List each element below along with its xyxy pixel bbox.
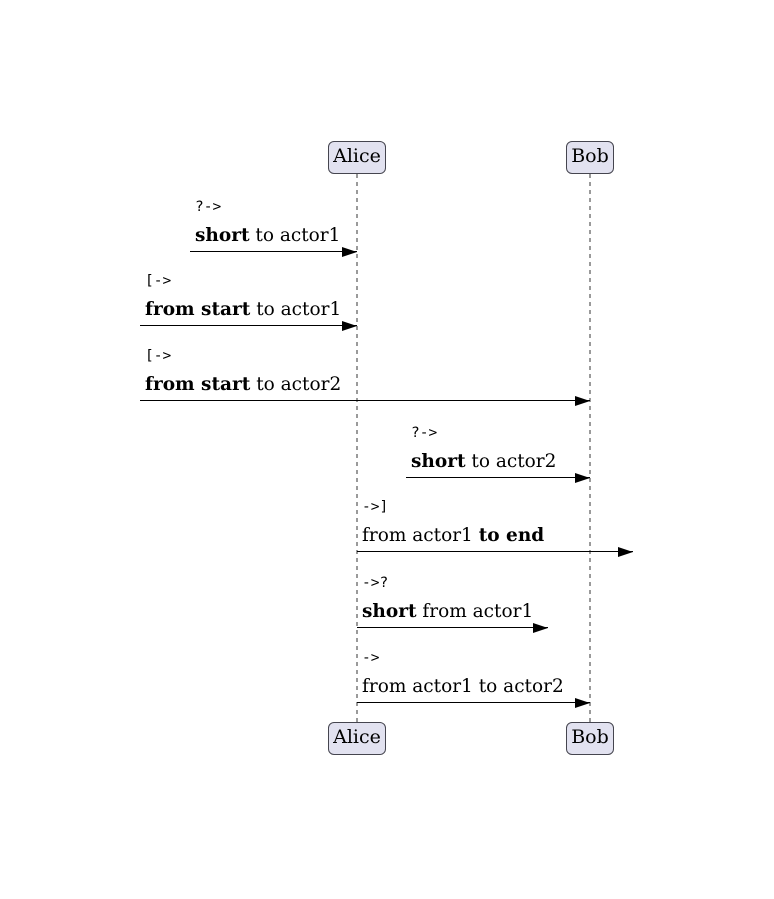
actor-box-alice-bottom: Alice <box>328 722 386 755</box>
message-code: ?-> <box>195 199 222 215</box>
message-code: [-> <box>145 348 172 364</box>
label-segment: short <box>362 601 417 622</box>
message-label: from start to actor2 <box>145 374 341 395</box>
message-label: from actor1 to end <box>362 525 544 546</box>
arrowhead-icon <box>342 321 357 332</box>
label-segment: short <box>411 451 466 472</box>
message-arrow <box>357 698 590 709</box>
label-segment: from actor1 <box>362 525 479 546</box>
label-segment: to actor1 <box>250 299 342 320</box>
message-label: from start to actor1 <box>145 299 341 320</box>
message-arrow <box>406 473 590 484</box>
label-segment: to end <box>478 525 545 546</box>
message-label: short to actor2 <box>411 451 556 472</box>
message-label: short to actor1 <box>195 225 340 246</box>
message-arrow <box>357 623 548 634</box>
label-segment: from start <box>145 374 251 395</box>
lifeline-bob <box>589 174 591 722</box>
lifeline-alice <box>356 174 358 722</box>
arrowhead-icon <box>575 698 590 709</box>
actor-box-bob-top: Bob <box>566 141 614 174</box>
message-arrow <box>357 547 633 558</box>
actor-box-alice-top: Alice <box>328 141 386 174</box>
label-segment: to actor1 <box>249 225 341 246</box>
message-code: ->? <box>362 575 389 591</box>
label-segment: from actor1 <box>416 601 534 622</box>
message-arrow <box>140 321 357 332</box>
message-label: short from actor1 <box>362 601 533 622</box>
label-segment: to actor2 <box>465 451 557 472</box>
message-code: [-> <box>145 273 172 289</box>
label-segment: short <box>195 225 250 246</box>
arrowhead-icon <box>575 473 590 484</box>
actor-box-bob-bottom: Bob <box>566 722 614 755</box>
label-segment: to actor2 <box>250 374 342 395</box>
label-segment: from start <box>145 299 251 320</box>
message-code: ->] <box>362 499 389 515</box>
arrowhead-icon <box>618 547 633 558</box>
message-arrow <box>190 247 357 258</box>
arrowhead-icon <box>342 247 357 258</box>
message-arrow <box>140 396 590 407</box>
message-code: -> <box>362 650 380 666</box>
label-segment: from actor1 to actor2 <box>362 676 564 697</box>
message-code: ?-> <box>411 425 438 441</box>
arrowhead-icon <box>533 623 548 634</box>
arrowhead-icon <box>575 396 590 407</box>
message-label: from actor1 to actor2 <box>362 676 564 697</box>
